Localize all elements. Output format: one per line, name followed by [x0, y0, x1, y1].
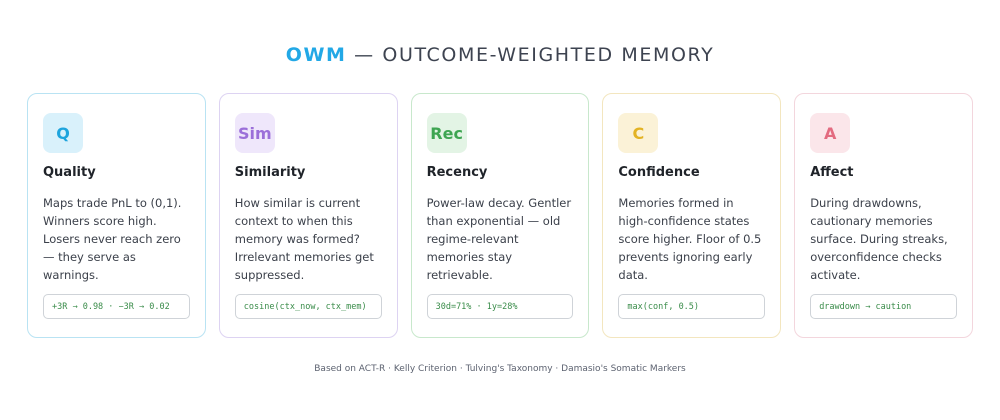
formula-box: 30d=71% · 1y=28% [426, 294, 574, 319]
title-accent: OWM [285, 44, 347, 66]
card-description: During drawdowns, cautionary memories su… [810, 196, 948, 282]
confidence-badge: C [618, 113, 659, 153]
card-similarity: Sim Similarity How similar is current co… [218, 93, 398, 338]
card-confidence: C Confidence Memories formed in high-con… [602, 93, 782, 338]
title-text: OUTCOME-WEIGHTED MEMORY [382, 44, 715, 66]
title-separator: — [354, 44, 375, 66]
recency-badge: Rec [426, 113, 467, 153]
card-recency: Rec Recency Power-law decay. Gentler tha… [410, 93, 590, 338]
card-description: Maps trade PnL to (0,1). Winners score h… [43, 196, 182, 282]
formula-box: drawdown → caution [810, 294, 957, 319]
card-title: Quality [43, 165, 96, 180]
card-title: Affect [810, 165, 854, 180]
formula-box: max(conf, 0.5) [618, 294, 766, 319]
card-description: How similar is current context to when t… [234, 196, 374, 282]
card-description: Power-law decay. Gentler than exponentia… [426, 196, 572, 282]
card-title: Confidence [618, 165, 700, 180]
card-affect: A Affect During drawdowns, cautionary me… [794, 93, 973, 338]
card-description: Memories formed in high-confidence state… [618, 196, 762, 282]
quality-badge: Q [43, 113, 83, 153]
card-title: Similarity [234, 165, 306, 180]
affect-badge: A [810, 113, 851, 153]
page-title: OWM — OUTCOME-WEIGHTED MEMORY [0, 44, 1000, 66]
formula-box: +3R → 0.98 · −3R → 0.02 [43, 294, 190, 319]
card-quality: Q Quality Maps trade PnL to (0,1). Winne… [27, 93, 206, 338]
footer-citation: Based on ACT-R · Kelly Criterion · Tulvi… [314, 364, 686, 374]
card-title: Recency [426, 165, 488, 180]
similarity-badge: Sim [234, 113, 275, 153]
formula-box: cosine(ctx_now, ctx_mem) [234, 294, 382, 319]
factor-cards: Q Quality Maps trade PnL to (0,1). Winne… [27, 93, 973, 338]
